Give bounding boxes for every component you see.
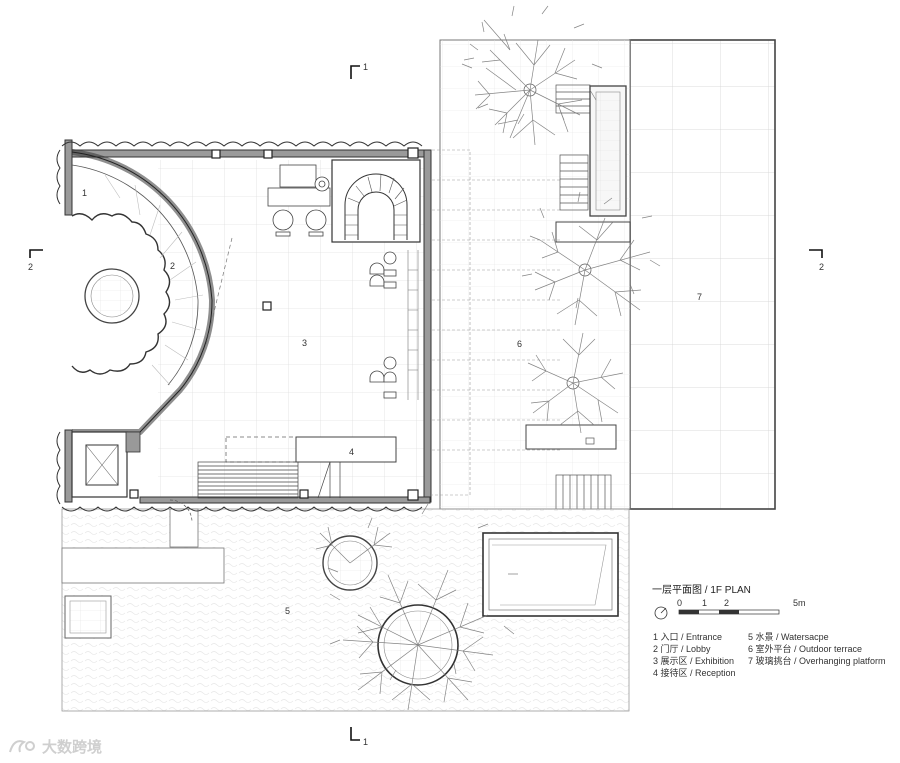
scale-bar: [678, 609, 780, 615]
section-label-right: 2: [819, 262, 824, 272]
legend-item-exhibition: 3 展示区 / Exhibition: [653, 656, 734, 666]
section-mark-left: [29, 249, 43, 258]
legend-item-terrace: 6 室外平台 / Outdoor terrace: [748, 643, 862, 654]
section-mark-right: [809, 249, 823, 258]
plan-title: 一层平面图 / 1F PLAN: [652, 584, 751, 596]
tree-canopy: [527, 332, 624, 434]
section-mark-top: [350, 65, 360, 79]
tree-canopy: [461, 5, 603, 146]
room-number-terrace: 6: [517, 339, 522, 349]
legend-item-lobby: 2 门厅 / Lobby: [653, 643, 711, 654]
watermark-logo-icon: [9, 740, 35, 753]
legend-item-watersacpe: 5 水景 / Watersacpe: [748, 631, 829, 642]
room-numbers: 1 2 3 4 5 6 7: [82, 188, 702, 616]
glass-platform: [629, 39, 776, 510]
room-number-entrance: 1: [82, 188, 87, 198]
room-number-watersacpe: 5: [285, 606, 290, 616]
section-marks: [29, 65, 823, 741]
room-number-platform: 7: [697, 292, 702, 302]
room-number-reception: 4: [349, 447, 354, 457]
tree-canopy: [315, 503, 518, 711]
scale-tick-1: 1: [702, 598, 707, 608]
watermark-text: 大数跨境: [42, 738, 102, 756]
room-number-lobby: 2: [170, 261, 175, 271]
section-mark-bottom: [350, 727, 360, 741]
section-label-top: 1: [363, 62, 368, 72]
legend-item-platform: 7 玻璃挑台 / Overhanging platform: [748, 655, 886, 666]
north-arrow-icon: [654, 606, 668, 620]
legend-item-reception: 4 接待区 / Reception: [653, 667, 736, 678]
scale-tick-0: 0: [677, 598, 682, 608]
tree-canopy: [521, 191, 661, 326]
scale-tick-2: 2: [724, 598, 729, 608]
section-label-bottom: 1: [363, 737, 368, 747]
room-number-exhibition: 3: [302, 338, 307, 348]
main-building: [56, 139, 432, 523]
scale-tick-5m: 5m: [793, 598, 806, 608]
spiral-stair: [331, 159, 421, 243]
watermark: 大数跨境: [9, 738, 102, 756]
outdoor-terrace: [432, 39, 631, 510]
section-label-left: 2: [28, 262, 33, 272]
watersacpe-area: [61, 508, 630, 712]
legend-block: 一层平面图 / 1F PLAN 0 1 2 5m 1 入口 / Entrance…: [652, 584, 886, 678]
legend-item-entrance: 1 入口 / Entrance: [653, 632, 722, 642]
tree-canopies: [315, 5, 661, 711]
